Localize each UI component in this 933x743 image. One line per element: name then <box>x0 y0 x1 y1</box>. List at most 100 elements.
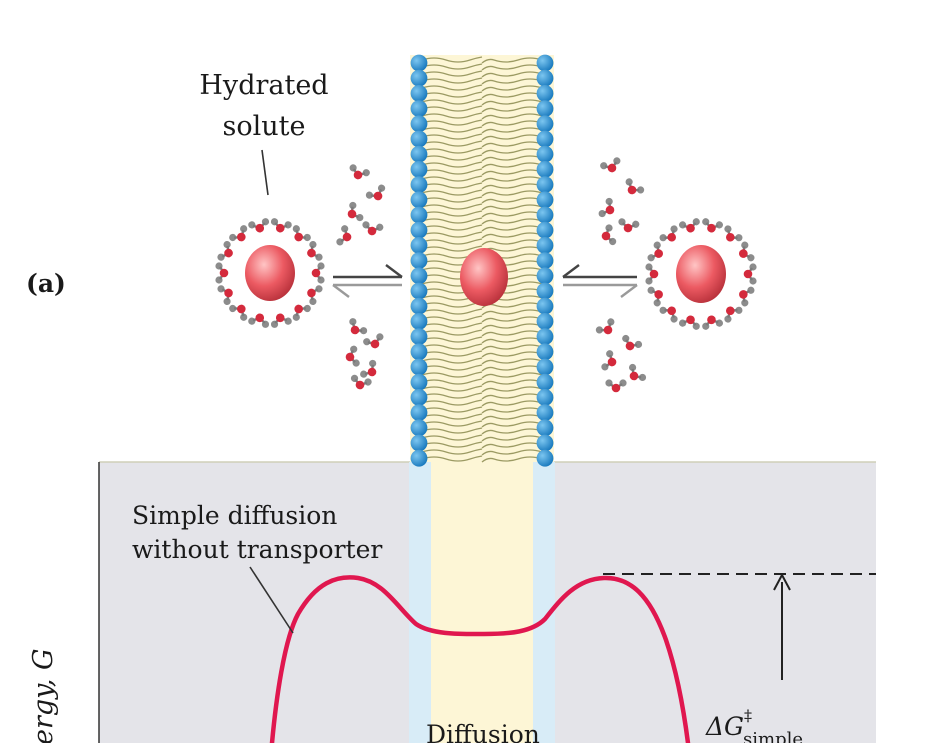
lipid-tail <box>481 71 543 78</box>
lipid-tail <box>481 57 543 64</box>
lipid-tail <box>421 455 483 462</box>
solute-label-line-1: Hydrated <box>199 70 328 101</box>
lipid-tail <box>421 238 483 245</box>
hydrogen-atom <box>248 221 256 229</box>
lipid-tail <box>481 120 543 127</box>
water-molecule <box>270 313 292 328</box>
lipid-tail <box>421 70 483 77</box>
lipid-tail <box>421 196 483 203</box>
lipid-tail <box>481 106 543 113</box>
lipid-tail <box>421 308 483 315</box>
lipid-tail <box>481 393 543 400</box>
equilibrium-arrow-left <box>332 264 403 298</box>
oxygen-atom <box>623 223 633 233</box>
hydrogen-atom <box>741 299 749 307</box>
lipid-headgroup <box>410 206 428 224</box>
lipid-tail <box>421 203 483 210</box>
delta-g-arrow <box>773 572 791 680</box>
water-molecule <box>598 197 615 218</box>
lipid-headgroup <box>410 343 428 361</box>
delta-g-sup: ‡ <box>744 706 752 725</box>
lipid-headgroup <box>536 267 554 285</box>
lipid-tail <box>421 63 483 70</box>
lipid-tail <box>421 406 483 413</box>
lipid-headgroup <box>410 449 428 467</box>
hydrogen-atom <box>724 225 732 233</box>
water-molecule <box>248 218 270 233</box>
lipid-tail <box>421 217 483 224</box>
solute-sphere-left <box>245 245 295 301</box>
oxygen-atom <box>350 325 360 335</box>
hydrogen-atom <box>653 299 661 307</box>
lipid-headgroup <box>410 115 428 133</box>
hydrogen-atom <box>292 313 300 321</box>
lipid-headgroup <box>536 69 554 87</box>
lipid-tail <box>481 316 543 323</box>
lipid-headgroups <box>410 54 554 467</box>
hydrogen-atom <box>670 225 678 233</box>
water-molecule <box>215 262 229 284</box>
hydrogen-atom <box>303 233 311 242</box>
lipid-headgroup <box>536 221 554 239</box>
water-molecule <box>350 374 372 390</box>
hydrogen-atom <box>670 315 678 323</box>
lipid-headgroup <box>410 297 428 315</box>
oxygen-atom <box>353 170 363 180</box>
lipid-tail <box>481 211 543 218</box>
oxygen-atom <box>726 232 735 242</box>
oxygen-atom <box>686 315 695 325</box>
headgroup-band-left <box>409 462 431 743</box>
hydrogen-atom <box>309 240 317 249</box>
lipid-tail <box>481 239 543 246</box>
lipid-tail <box>481 421 543 428</box>
lipid-tail <box>421 364 483 371</box>
water-molecule <box>248 313 270 328</box>
oxygen-atom <box>605 205 615 215</box>
lipid-tail <box>481 309 543 316</box>
hydrogen-atom <box>356 213 364 222</box>
hydrogen-atom <box>369 359 377 368</box>
hydrogen-atom <box>607 318 615 326</box>
water-molecule <box>601 224 617 246</box>
lipid-headgroup <box>410 373 428 391</box>
oxygen-atom <box>667 306 676 316</box>
water-molecule <box>743 263 757 285</box>
lipid-headgroup <box>536 145 554 163</box>
water-molecule <box>360 359 377 378</box>
water-molecule <box>336 225 352 246</box>
oxygen-atom <box>275 223 285 233</box>
water-molecule <box>601 350 617 371</box>
oxygen-atom <box>347 209 357 219</box>
lipid-headgroup <box>410 358 428 376</box>
oxygen-atom <box>667 232 676 242</box>
water-molecule <box>217 285 233 306</box>
hydrogen-atom <box>659 306 667 314</box>
oxygen-atom <box>739 290 748 299</box>
hydrogen-atom <box>724 315 732 323</box>
lipid-headgroup <box>410 54 428 72</box>
lipid-headgroup <box>410 282 428 300</box>
lipid-headgroup <box>536 237 554 254</box>
lipid-headgroup <box>410 145 428 163</box>
lipid-tail <box>481 386 543 393</box>
oxygen-atom <box>345 352 355 362</box>
oxygen-atom <box>743 269 753 279</box>
hydrogen-atom <box>376 223 384 231</box>
oxygen-atom <box>607 357 617 367</box>
oxygen-atom <box>726 306 735 316</box>
lipid-tail <box>481 456 543 463</box>
hydrogen-atom <box>350 345 358 353</box>
hydrogen-atom <box>605 197 613 206</box>
lipid-tails <box>421 56 543 463</box>
water-molecule <box>679 315 700 330</box>
headgroup-band-right <box>533 462 555 743</box>
hydrated-solute-right <box>645 218 757 330</box>
hydrogen-atom <box>292 225 300 233</box>
lipid-tail <box>481 197 543 204</box>
lipid-tail <box>421 427 483 434</box>
lipid-tail <box>481 218 543 225</box>
oxygen-atom <box>607 163 617 173</box>
hydrogen-atom <box>229 304 237 313</box>
lipid-tail <box>481 169 543 176</box>
